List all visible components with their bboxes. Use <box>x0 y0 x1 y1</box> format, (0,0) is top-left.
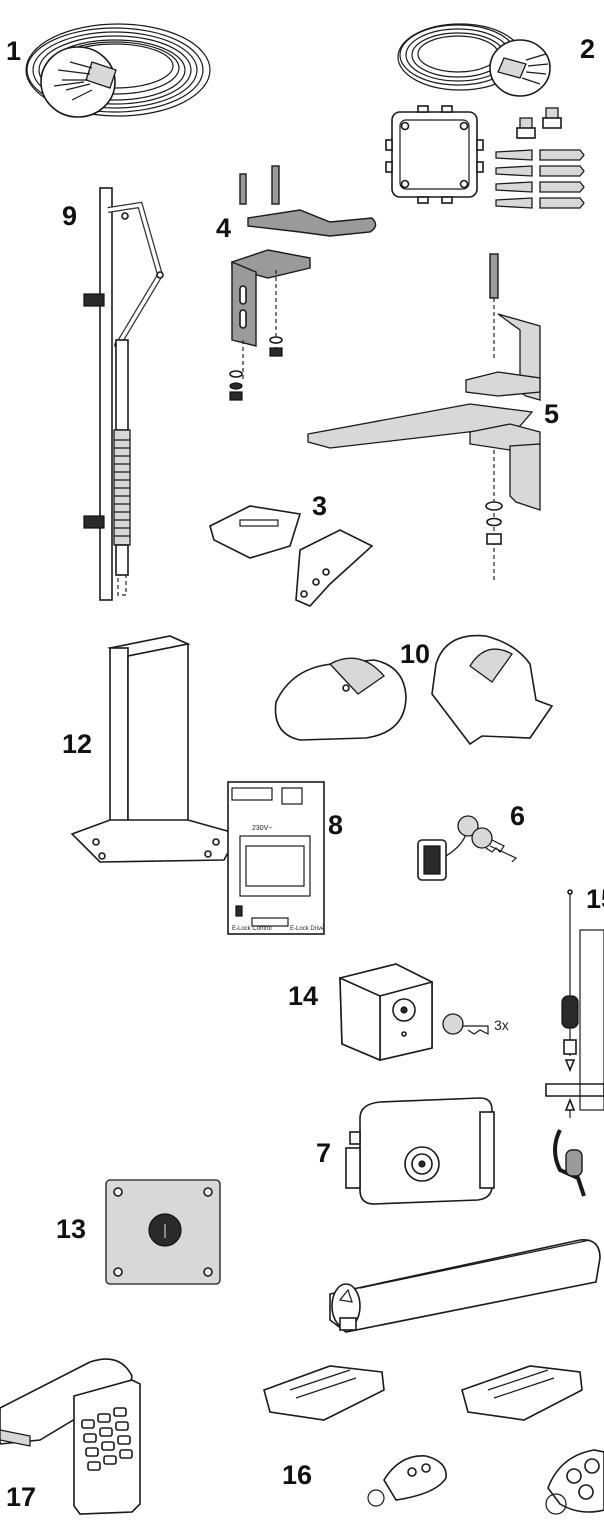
board-elock-drive: E-Lock Drive <box>290 926 325 932</box>
pillar <box>70 635 240 863</box>
label-5: 5 <box>544 399 559 429</box>
photocell-housings <box>274 634 554 746</box>
board-elock-control: E-Lock Control <box>232 926 272 932</box>
label-13: 13 <box>56 1214 86 1244</box>
junction-box <box>385 105 484 204</box>
bracket-set-4 <box>229 165 377 401</box>
antenna <box>545 889 604 1197</box>
cable-glands <box>516 107 562 139</box>
label-2: 2 <box>580 34 595 64</box>
label-3: 3 <box>312 491 327 521</box>
key-count: 3x <box>494 1017 509 1033</box>
light-bar <box>329 1239 601 1333</box>
board-voltage: 230V~ <box>252 825 272 832</box>
electric-lock <box>345 1097 495 1205</box>
label-1: 1 <box>6 36 21 66</box>
label-14: 14 <box>288 981 318 1011</box>
label-16: 16 <box>282 1460 312 1490</box>
control-board: 230V~ E-Lock Control E-Lock Drive <box>227 781 325 935</box>
key-lock <box>417 815 518 881</box>
key-switch: 3x <box>339 963 509 1062</box>
label-7: 7 <box>316 1138 331 1168</box>
wireless-keypad <box>0 1358 141 1515</box>
label-8: 8 <box>328 810 343 840</box>
cable-coil-large <box>25 23 211 118</box>
bracket-set-5 <box>307 253 541 580</box>
label-6: 6 <box>510 801 525 831</box>
remote-controls <box>263 1365 604 1515</box>
label-15: 15 <box>586 884 604 914</box>
bracket-set-3 <box>209 505 374 607</box>
articulated-arm <box>83 187 164 601</box>
label-4: 4 <box>216 213 231 243</box>
label-10: 10 <box>400 639 430 669</box>
label-12: 12 <box>62 729 92 759</box>
label-17: 17 <box>6 1482 36 1512</box>
cable-coil-small <box>397 23 551 97</box>
wall-plugs-and-screws <box>495 149 585 209</box>
label-9: 9 <box>62 201 77 231</box>
push-button <box>105 1179 221 1285</box>
